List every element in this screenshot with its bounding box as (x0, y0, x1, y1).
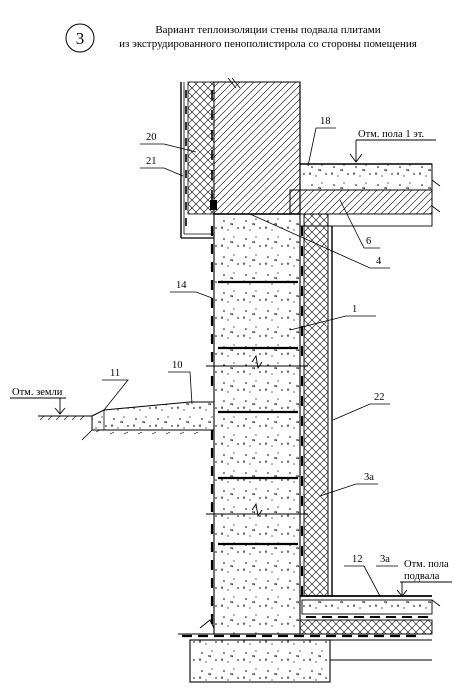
callout-leaders (102, 127, 398, 597)
basement-floor (299, 595, 441, 635)
callout-20: 20 (146, 132, 157, 143)
figure-number-circle (65, 23, 95, 53)
callout-12: 12 (352, 554, 363, 565)
callout-18: 18 (320, 116, 331, 127)
level-basement-label-1: Отм. пола (404, 559, 449, 570)
title-line-2: из экструдированного пенополистирола со … (119, 38, 417, 50)
blind-area (38, 401, 215, 442)
level-floor-1-label: Отм. пола 1 эт. (358, 129, 424, 140)
foundation (178, 619, 432, 683)
figure-number: 3 (76, 29, 85, 48)
callout-4: 4 (376, 256, 382, 267)
level-ground-label: Отм. земли (12, 387, 63, 398)
basement-wall (206, 213, 308, 635)
callout-11: 11 (110, 368, 120, 379)
title-line-1: Вариант теплоизоляции стены подвала плит… (155, 24, 380, 36)
callout-21: 21 (146, 156, 157, 167)
floor-1-construction (289, 163, 441, 227)
callout-10: 10 (172, 360, 183, 371)
upper-wall (213, 77, 301, 215)
callout-14: 14 (176, 280, 187, 291)
level-floor-1: Отм. пола 1 эт. (349, 129, 436, 163)
callout-6: 6 (366, 236, 371, 247)
callout-22: 22 (374, 392, 385, 403)
level-basement: Отм. пола подвала (396, 559, 452, 597)
level-ground: Отм. земли (10, 387, 66, 415)
callout-3a-wall: 3а (364, 472, 374, 483)
callout-1: 1 (352, 304, 357, 315)
level-basement-label-2: подвала (404, 571, 440, 582)
interior-insulation (303, 213, 333, 597)
callout-3a-floor: 3а (380, 554, 390, 565)
upper-facade-insulation (180, 81, 217, 239)
